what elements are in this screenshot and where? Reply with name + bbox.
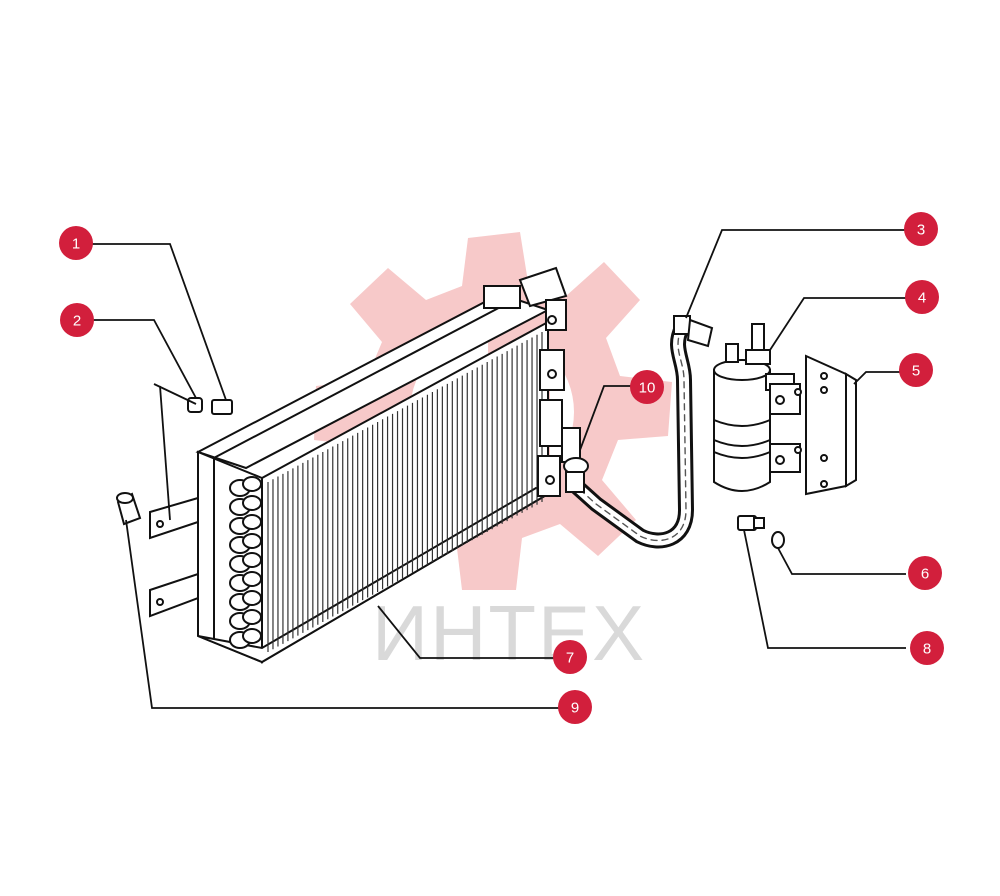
coil-bend [242,533,262,549]
coil-bend [242,552,262,568]
leader-2 [86,319,197,399]
callout-circle [558,690,592,724]
callout-circle [59,226,93,260]
callout-circle [908,556,942,590]
callout-circle [905,280,939,314]
watermark-text: ИНТЕХ [372,589,646,677]
callout-circle [899,353,933,387]
leader-9 [125,519,562,709]
leader-6 [777,547,906,575]
leader-3 [685,229,906,319]
receiver-drier [713,323,802,492]
callout-label: 9 [571,700,579,717]
bracket-plate [805,354,857,496]
callout-9: 9 [558,690,592,724]
callout-circle [904,212,938,246]
callout-label: 2 [73,313,81,330]
leader-7 [377,605,556,659]
callout-circle [553,640,587,674]
callout-3: 3 [904,212,938,246]
callout-label: 5 [912,363,920,380]
coil-bend [242,514,262,530]
callout-label: 3 [917,222,925,239]
leader-4 [769,297,906,351]
condenser-fins [267,332,543,652]
callout-circle [630,370,664,404]
coil-bend [242,476,262,492]
leader-1 [92,243,227,401]
callout-7: 7 [553,640,587,674]
callout-circle [60,303,94,337]
callout-label: 7 [566,650,574,667]
mounting-brackets [149,496,199,618]
callout-label: 1 [72,236,80,253]
callout-1: 1 [59,226,93,260]
leader-8 [743,529,906,649]
nut-part-2 [187,397,203,413]
hardware [116,397,785,549]
callout-label: 6 [921,566,929,583]
callout-label: 10 [639,380,656,397]
callout-8: 8 [910,631,944,665]
leader-lines [86,229,906,709]
callout-markers: 1 2 3 4 5 6 7 8 9 10 [59,212,944,724]
callout-4: 4 [905,280,939,314]
condenser-coils [229,476,262,649]
callout-circle [910,631,944,665]
coil-bend [242,571,262,587]
callout-10: 10 [630,370,664,404]
coil-bend [242,590,262,606]
callout-6: 6 [908,556,942,590]
condenser-fittings [483,266,581,497]
callout-label: 4 [918,290,926,307]
refrigerant-hose [563,315,714,549]
coil-bend [242,628,262,644]
washer-part-6 [771,531,785,549]
coil-bend [242,609,262,625]
bolt-part-1 [211,399,233,415]
leader-10 [579,385,632,451]
leader-1b [159,385,171,521]
callout-5: 5 [899,353,933,387]
callout-label: 8 [923,641,931,658]
callout-2: 2 [60,303,94,337]
coil-bend [242,495,262,511]
leader-5 [853,371,906,385]
